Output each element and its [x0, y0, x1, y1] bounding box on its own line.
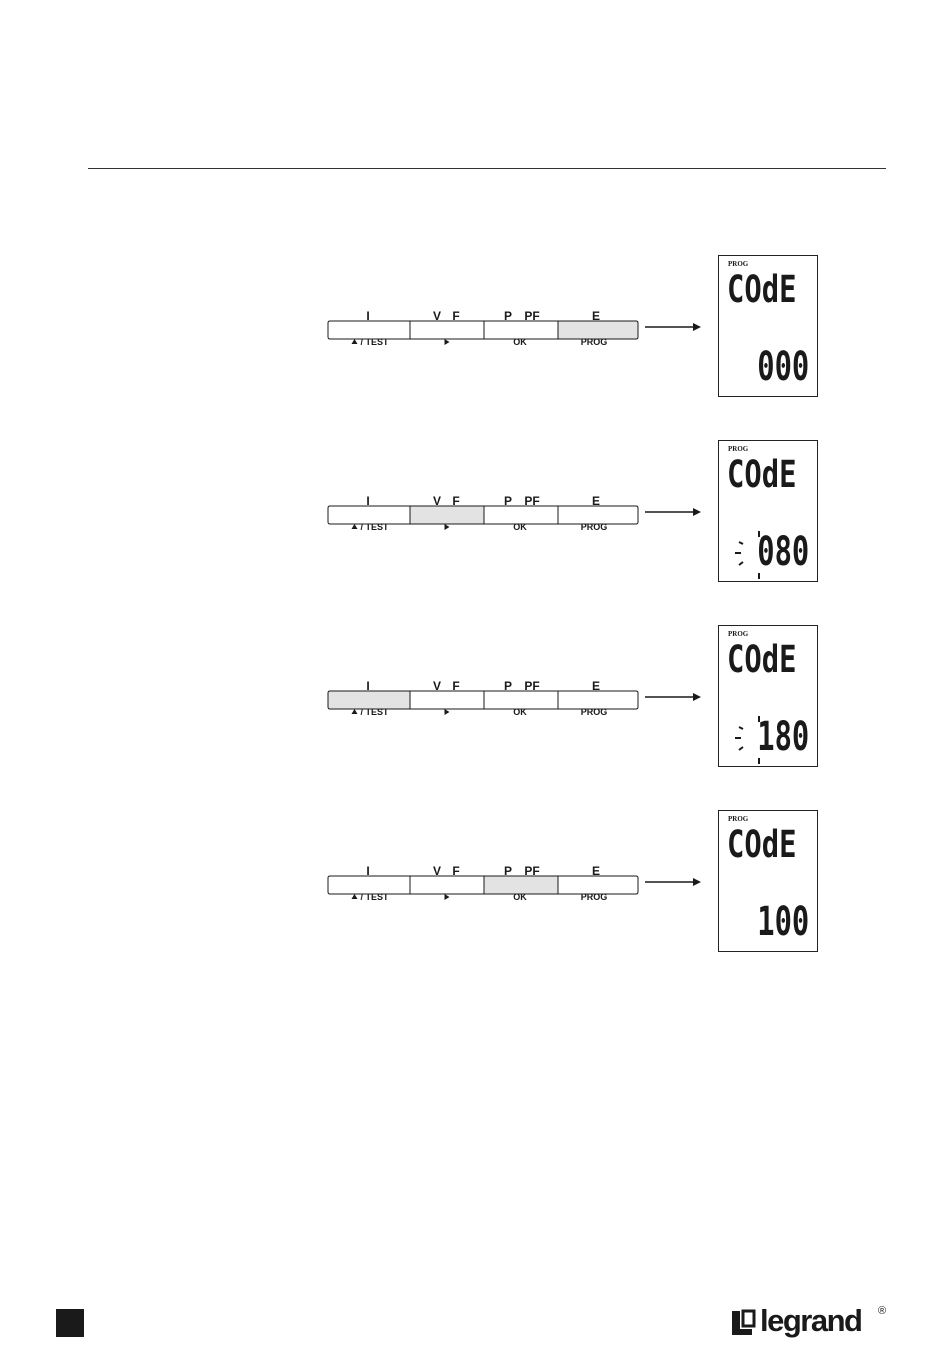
registered-mark: ®: [878, 1305, 886, 1317]
step-4: I V F P PF E / TEST OK PROG PROG COdE 10…: [0, 810, 950, 960]
label-p: P: [504, 494, 512, 508]
label-v: V: [433, 864, 441, 878]
label-v: V: [433, 679, 441, 693]
keypad: I V F P PF E / TEST OK PROG: [328, 311, 638, 363]
lcd-display: PROG COdE 180: [718, 625, 818, 767]
lcd-line-1: COdE: [727, 268, 797, 311]
lcd-prog-indicator: PROG: [728, 445, 748, 453]
label-v: V: [433, 494, 441, 508]
logo-text: legrand: [760, 1303, 861, 1339]
lcd-display: PROG COdE 000: [718, 255, 818, 397]
step-1: I V F P PF E / TEST OK PROG PROG COdE 00…: [0, 255, 950, 405]
label-i: I: [366, 679, 369, 693]
arrow-icon: [645, 878, 701, 886]
label-up-test: / TEST: [351, 337, 388, 347]
blink-icon: [733, 706, 773, 766]
label-ok: OK: [513, 892, 527, 902]
arrow-icon: [645, 693, 701, 701]
keypad: I V F P PF E / TEST OK PROG: [328, 681, 638, 733]
label-pf: PF: [524, 494, 539, 508]
right-arrow-icon: [445, 522, 450, 532]
label-prog: PROG: [581, 522, 608, 532]
lcd-line-1: COdE: [727, 638, 797, 681]
label-pf: PF: [524, 679, 539, 693]
label-e: E: [592, 679, 600, 693]
lcd-line-1: COdE: [727, 823, 797, 866]
label-e: E: [592, 309, 600, 323]
header-rule: [88, 168, 886, 169]
label-f: F: [452, 679, 459, 693]
label-prog: PROG: [581, 707, 608, 717]
arrow-icon: [645, 323, 701, 331]
step-3: I V F P PF E / TEST OK PROG PROG COdE 18…: [0, 625, 950, 775]
lcd-line-2: 000: [757, 344, 809, 390]
label-e: E: [592, 494, 600, 508]
label-i: I: [366, 309, 369, 323]
label-p: P: [504, 309, 512, 323]
up-arrow-icon: [351, 339, 357, 344]
page-marker: [56, 1309, 84, 1337]
label-f: F: [452, 864, 459, 878]
blink-icon: [733, 521, 773, 581]
label-p: P: [504, 864, 512, 878]
label-p: P: [504, 679, 512, 693]
lcd-display: PROG COdE 080: [718, 440, 818, 582]
label-e: E: [592, 864, 600, 878]
lcd-prog-indicator: PROG: [728, 815, 748, 823]
up-arrow-icon: [351, 894, 357, 899]
lcd-line-2: 100: [757, 899, 809, 945]
label-ok: OK: [513, 337, 527, 347]
right-arrow-icon: [445, 892, 450, 902]
keypad: I V F P PF E / TEST OK PROG: [328, 866, 638, 918]
up-arrow-icon: [351, 524, 357, 529]
label-up-test: / TEST: [351, 892, 388, 902]
label-pf: PF: [524, 864, 539, 878]
label-i: I: [366, 864, 369, 878]
keypad: I V F P PF E / TEST OK PROG: [328, 496, 638, 548]
label-pf: PF: [524, 309, 539, 323]
label-f: F: [452, 309, 459, 323]
lcd-display: PROG COdE 100: [718, 810, 818, 952]
label-f: F: [452, 494, 459, 508]
right-arrow-icon: [445, 337, 450, 347]
lcd-line-1: COdE: [727, 453, 797, 496]
label-ok: OK: [513, 707, 527, 717]
label-up-test: / TEST: [351, 522, 388, 532]
up-arrow-icon: [351, 709, 357, 714]
lcd-prog-indicator: PROG: [728, 260, 748, 268]
right-arrow-icon: [445, 707, 450, 717]
label-up-test: / TEST: [351, 707, 388, 717]
label-prog: PROG: [581, 892, 608, 902]
step-2: I V F P PF E / TEST OK PROG PROG COdE 08…: [0, 440, 950, 590]
label-ok: OK: [513, 522, 527, 532]
legrand-mark-icon: [730, 1309, 756, 1337]
label-v: V: [433, 309, 441, 323]
label-i: I: [366, 494, 369, 508]
label-prog: PROG: [581, 337, 608, 347]
arrow-icon: [645, 508, 701, 516]
lcd-prog-indicator: PROG: [728, 630, 748, 638]
